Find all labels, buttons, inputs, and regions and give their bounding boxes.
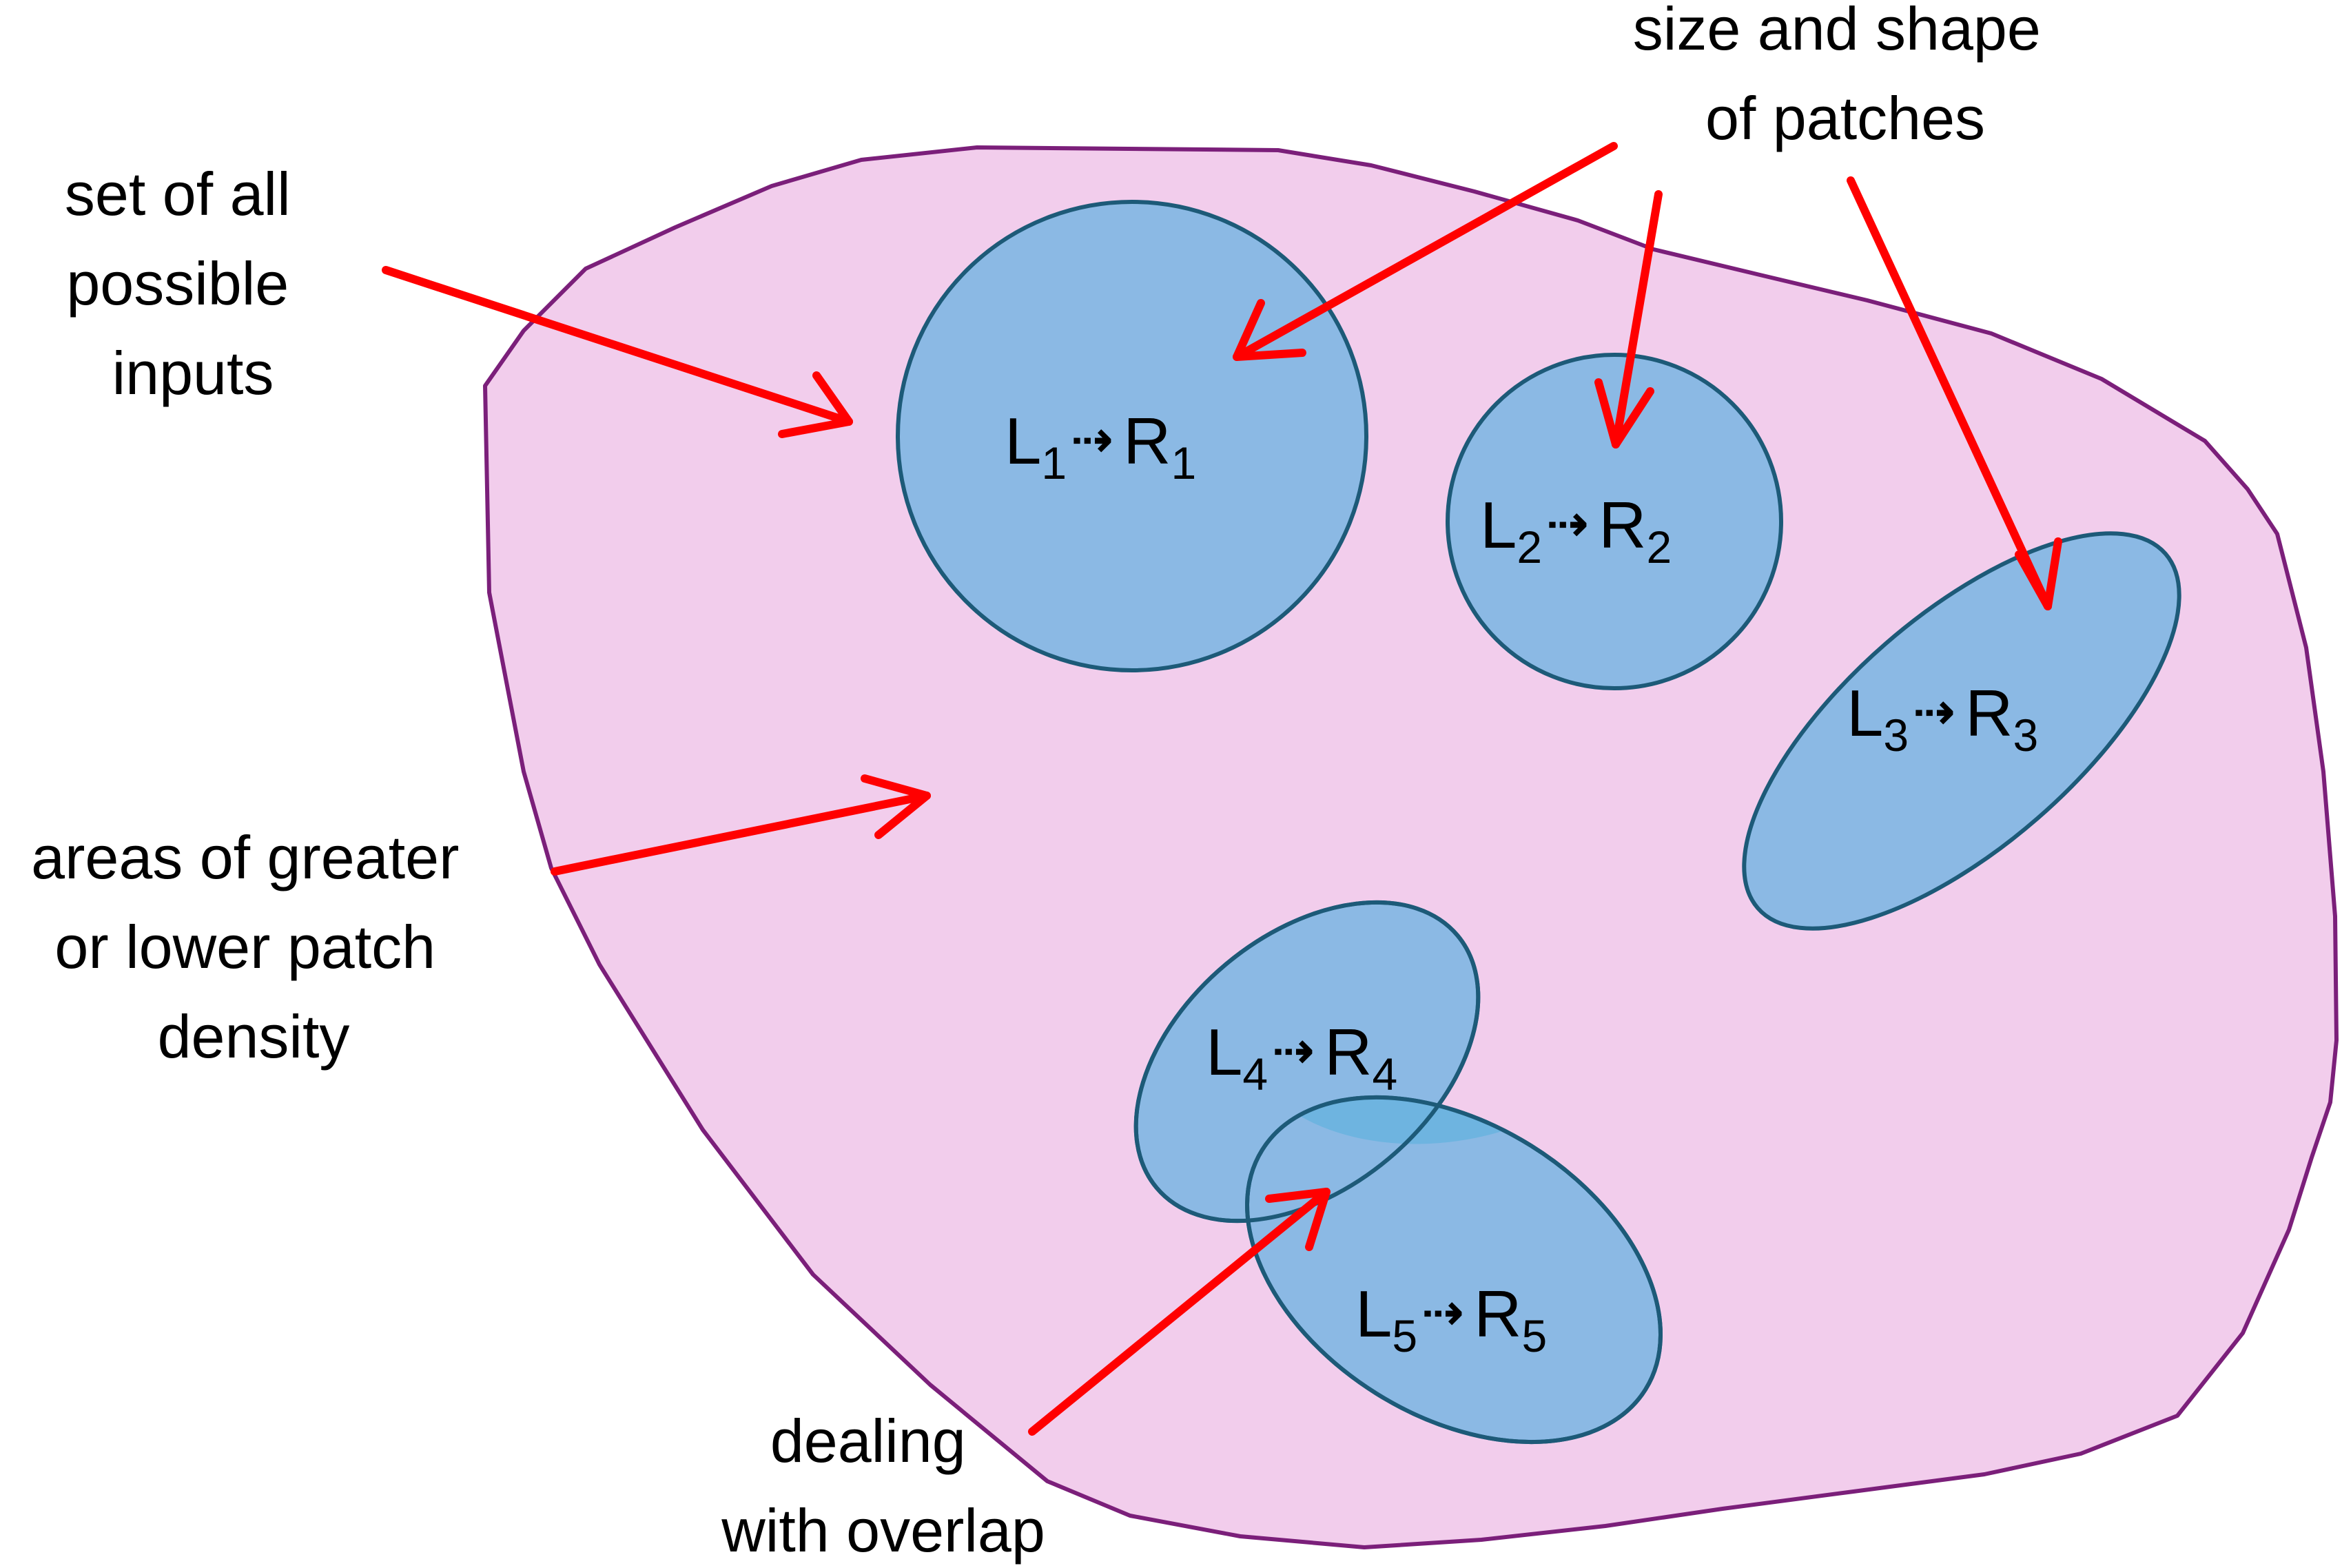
annotation-arrows (382, 142, 2062, 1436)
note-overlap: dealing with overlap (721, 1407, 1045, 1565)
arrow-patch-size-1 (1233, 142, 1618, 361)
arrow-set-of-inputs (382, 266, 853, 438)
arrow-patch-size-2 (1594, 190, 1663, 448)
patch-2-circle (1446, 353, 1783, 690)
arrow-overlap (1028, 1188, 1331, 1436)
patch-4-label: L4⇢R4 (1206, 1015, 1397, 1100)
patch-2-label: L2⇢R2 (1480, 488, 1672, 572)
patch-1-circle (896, 200, 1368, 672)
patch-3-ellipse (1742, 531, 2181, 931)
patch-3-label: L3⇢R3 (1847, 677, 2038, 761)
patch-5-outline (1245, 1095, 1663, 1445)
patch-4-outline (1133, 900, 1481, 1224)
patch-1-label: L1⇢R1 (1005, 404, 1196, 488)
note-size-and-shape: size and shape of patches (1633, 0, 2057, 152)
note-density: areas of greater or lower patch density (31, 823, 476, 1071)
arrow-patch-size-3 (1847, 176, 2062, 610)
arrow-density (551, 774, 931, 876)
note-set-of-inputs: set of all possible inputs (65, 160, 307, 407)
patch-5-label: L5⇢R5 (1355, 1277, 1547, 1361)
